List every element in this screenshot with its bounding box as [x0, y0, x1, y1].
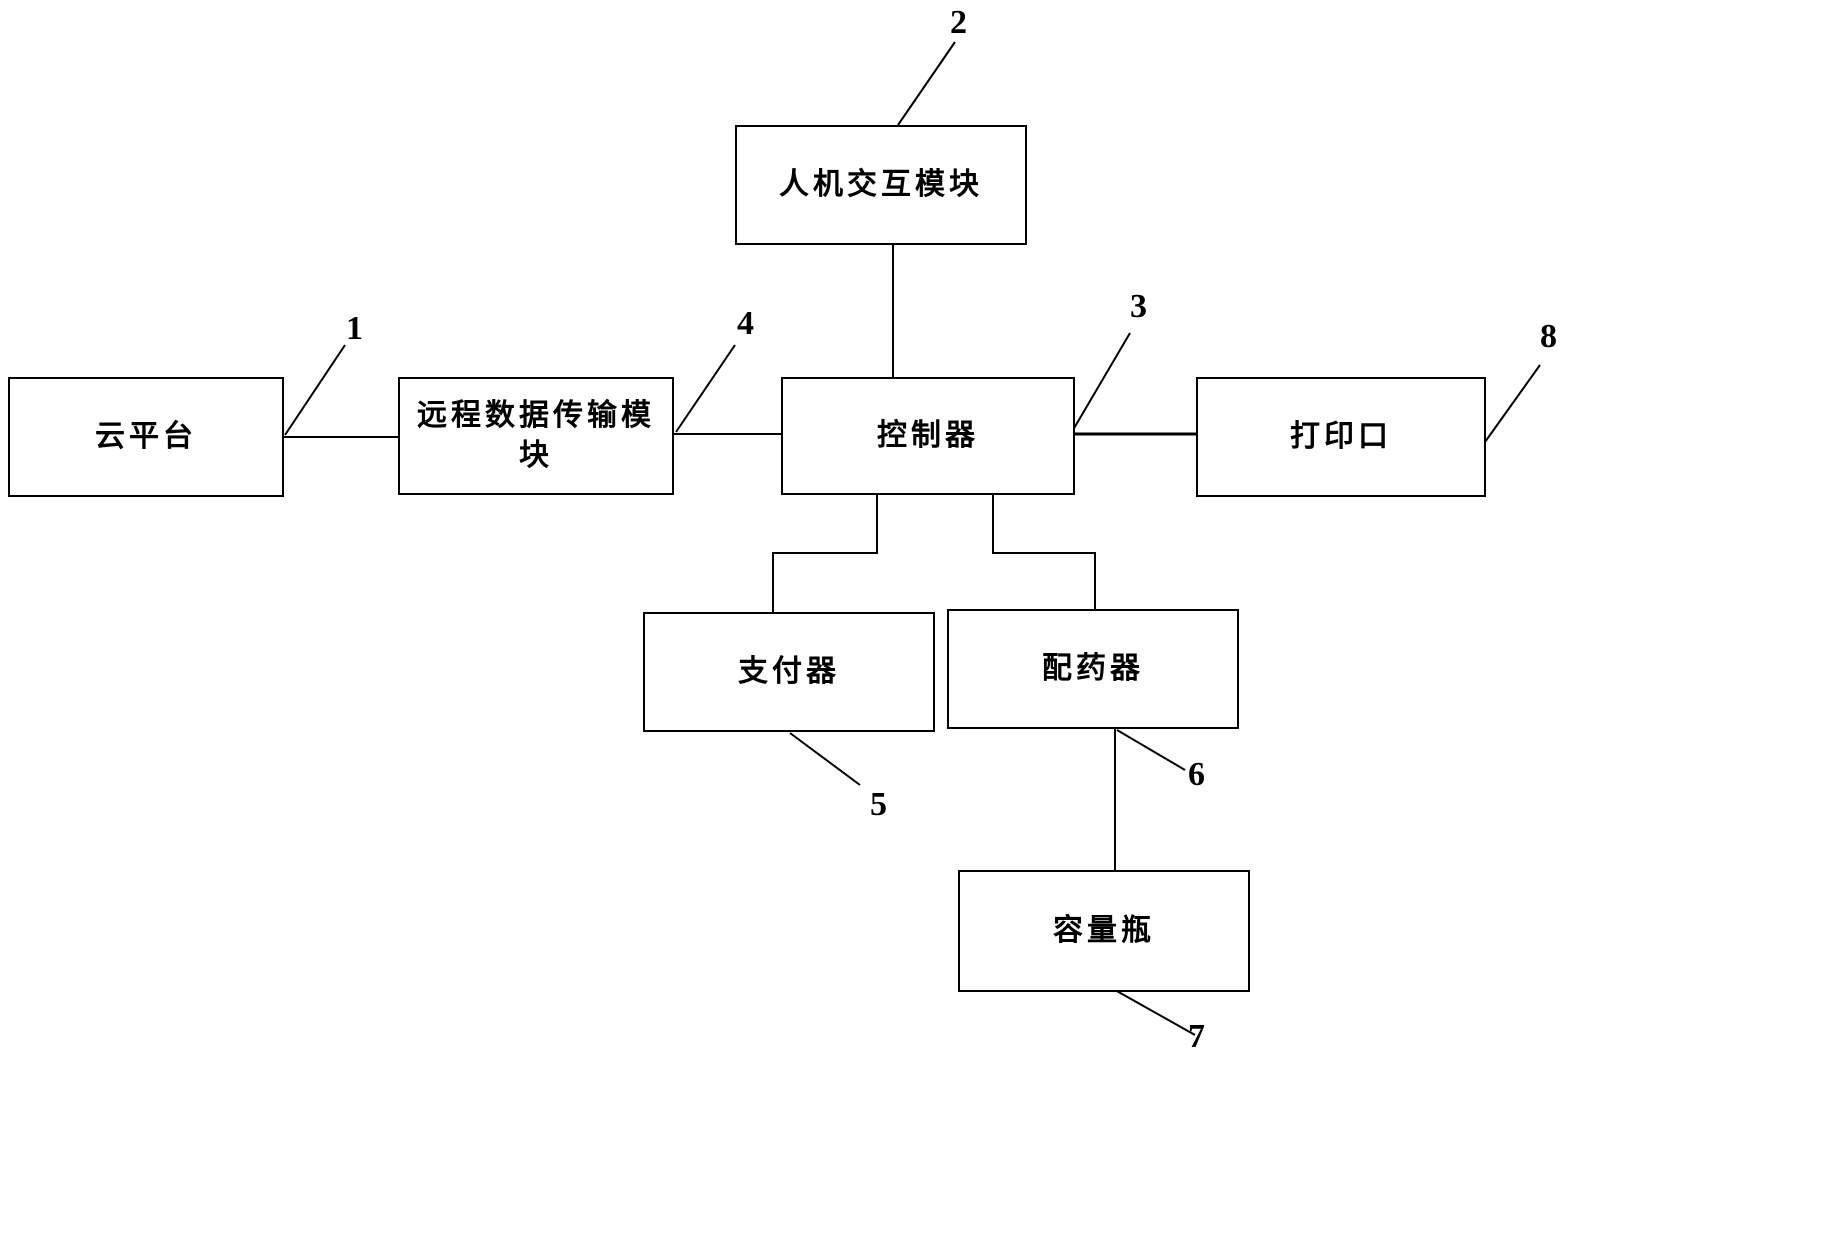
leader-5 — [789, 732, 861, 786]
leader-2 — [897, 41, 956, 126]
leader-3 — [1072, 332, 1131, 431]
leader-1 — [284, 344, 346, 436]
node-label: 支付器 — [738, 654, 840, 689]
ref-number-4: 4 — [737, 305, 754, 342]
node-remote-data-transmission: 远程数据传输模块 — [398, 377, 674, 495]
node-label: 容量瓶 — [1053, 913, 1155, 948]
ref-number-6: 6 — [1188, 756, 1205, 793]
ref-number-3: 3 — [1130, 288, 1147, 325]
ref-number-8: 8 — [1540, 318, 1557, 355]
node-label: 控制器 — [877, 418, 979, 453]
node-label: 打印口 — [1290, 419, 1392, 454]
node-human-machine-interaction: 人机交互模块 — [735, 125, 1027, 245]
ref-number-5: 5 — [870, 786, 887, 823]
leader-6 — [1116, 729, 1186, 771]
leader-7 — [1114, 989, 1196, 1036]
node-print-port: 打印口 — [1196, 377, 1486, 497]
node-payment-device: 支付器 — [643, 612, 935, 732]
node-volumetric-flask: 容量瓶 — [958, 870, 1250, 992]
ref-number-1: 1 — [346, 310, 363, 347]
leader-8 — [1484, 364, 1541, 443]
node-cloud-platform: 云平台 — [8, 377, 284, 497]
edge-3-6 — [992, 494, 1096, 610]
ref-number-2: 2 — [950, 4, 967, 41]
leader-4 — [675, 344, 736, 433]
node-label: 配药器 — [1042, 651, 1144, 686]
node-label: 远程数据传输模块 — [417, 398, 655, 473]
node-label: 人机交互模块 — [779, 167, 983, 202]
node-dispenser: 配药器 — [947, 609, 1239, 729]
ref-number-7: 7 — [1188, 1018, 1205, 1055]
edge-3-5 — [772, 494, 878, 613]
node-controller: 控制器 — [781, 377, 1075, 495]
node-label: 云平台 — [95, 419, 197, 454]
